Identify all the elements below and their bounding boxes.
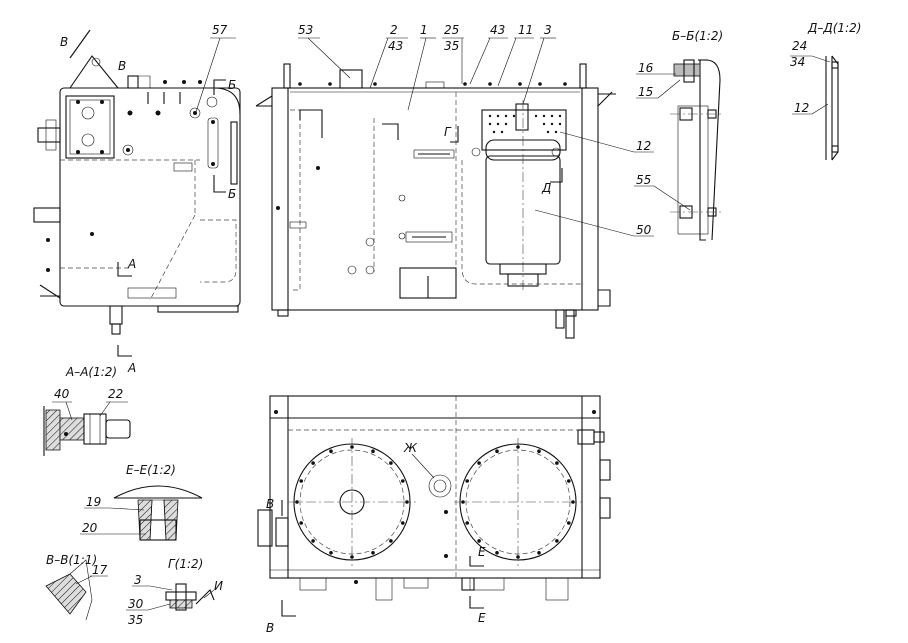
bolt-hole xyxy=(567,479,571,483)
plan-view xyxy=(257,395,611,601)
gg-callout-3: 3 xyxy=(134,573,142,587)
bolt-hole xyxy=(401,479,405,483)
bolt-hole xyxy=(389,539,393,543)
mark-a-bottom-label: А xyxy=(127,361,136,375)
section-vv: В–В(1:1) 17 xyxy=(45,553,108,621)
bolt-hole xyxy=(495,551,499,555)
bolt-hole xyxy=(567,521,571,525)
bolt-hole xyxy=(516,445,520,449)
bolt-hole xyxy=(299,521,304,525)
mark-g-label: Г xyxy=(444,125,452,139)
bolt-hole xyxy=(311,461,315,465)
bolt-hole xyxy=(477,461,481,465)
dd-callout-34: 34 xyxy=(790,55,805,69)
mark-v-label: В xyxy=(60,35,68,49)
bolt-hole xyxy=(495,449,499,454)
bb-callout-15: 15 xyxy=(638,85,653,99)
bolt-hole xyxy=(537,449,541,454)
plan-marks: Ж В В Е Е xyxy=(266,441,486,635)
plan-flanges xyxy=(288,438,582,566)
bolt-hole xyxy=(389,461,393,465)
mark-e-bottom: Е xyxy=(478,611,486,625)
mark-b-bottom-label: Б xyxy=(228,187,236,201)
callout-front: 57 xyxy=(195,23,236,113)
bb-callout-55: 55 xyxy=(636,173,651,187)
section-mark-v: В В xyxy=(60,29,126,73)
mark-v-left-bottom: В xyxy=(266,621,274,635)
side-callouts: 53 2 43 1 25 35 43 11 3 12 50 Г Д xyxy=(298,23,654,237)
front-view xyxy=(33,55,241,335)
bolt-hole xyxy=(477,539,481,543)
bolt-hole xyxy=(537,551,541,555)
filter-holes xyxy=(488,114,562,134)
dd-title: Д–Д(1:2) xyxy=(807,21,861,35)
callout-11: 11 xyxy=(518,23,533,37)
gg-callout-i: И xyxy=(214,579,223,593)
mark-e-top: Е xyxy=(478,545,486,559)
gg-callout-30: 30 xyxy=(128,597,144,611)
bolt-hole xyxy=(311,539,315,543)
dd-callout-12: 12 xyxy=(794,101,809,115)
ee-title: Е–Е(1:2) xyxy=(126,463,176,477)
bolt-hole xyxy=(516,555,520,559)
bolt-hole xyxy=(465,479,470,483)
dd-callout-24: 24 xyxy=(792,39,807,53)
callout-57: 57 xyxy=(212,23,228,37)
ee-callout-20: 20 xyxy=(82,521,98,535)
mark-b-top-label: Б xyxy=(228,78,236,92)
aa-callout-22: 22 xyxy=(108,387,123,401)
bolt-hole xyxy=(555,539,559,543)
callout-3: 3 xyxy=(544,23,552,37)
callout-43b: 43 xyxy=(490,23,505,37)
callout-1: 1 xyxy=(420,23,428,37)
bolt-hole xyxy=(401,521,405,525)
bolt-hole xyxy=(405,500,409,504)
vv-title: В–В(1:1) xyxy=(46,553,97,567)
vv-callout-17: 17 xyxy=(92,563,108,577)
bolt-hole xyxy=(329,449,333,454)
gg-title: Г(1:2) xyxy=(168,557,203,571)
bolt-hole xyxy=(371,449,375,454)
bolt-hole xyxy=(555,461,559,465)
mark-v2-label: В xyxy=(118,59,126,73)
bolt-hole xyxy=(461,500,465,504)
bolt-hole xyxy=(299,479,304,483)
section-ee: Е–Е(1:2) 19 20 xyxy=(80,463,203,541)
section-mark-a: А А xyxy=(117,257,136,375)
callout-25: 25 xyxy=(444,23,459,37)
ee-callout-19: 19 xyxy=(86,495,101,509)
bolt-hole xyxy=(350,445,354,449)
callout-50: 50 xyxy=(636,223,652,237)
gg-callout-35: 35 xyxy=(128,613,143,627)
section-bb: Б–Б(1:2) 16 15 55 xyxy=(634,29,724,241)
callout-12: 12 xyxy=(636,139,651,153)
section-mark-b: Б Б xyxy=(213,78,236,201)
section-aa: А–А(1:2) 40 22 xyxy=(43,365,131,456)
aa-callout-40: 40 xyxy=(54,387,70,401)
bolt-hole xyxy=(295,500,299,504)
mark-d-label: Д xyxy=(541,181,551,195)
bb-callout-16: 16 xyxy=(638,61,654,75)
side-view xyxy=(255,63,616,339)
callout-53: 53 xyxy=(298,23,313,37)
bb-title: Б–Б(1:2) xyxy=(672,29,723,43)
bolt-hole xyxy=(350,555,354,559)
mark-v-left-top: В xyxy=(266,497,274,511)
callout-2: 2 xyxy=(390,23,398,37)
bolt-hole xyxy=(465,521,470,525)
mark-zh-label: Ж xyxy=(403,441,418,455)
section-g: Г(1:2) 3 30 35 И xyxy=(126,557,223,627)
bolt-hole xyxy=(371,551,375,555)
callout-43a: 43 xyxy=(388,39,403,53)
section-dd: Д–Д(1:2) 24 34 12 xyxy=(790,21,861,161)
aa-title: А–А(1:2) xyxy=(65,365,117,379)
bolt-hole xyxy=(571,500,575,504)
mark-a-top-label: А xyxy=(127,257,136,271)
bolt-hole xyxy=(329,551,333,555)
callout-35: 35 xyxy=(444,39,459,53)
